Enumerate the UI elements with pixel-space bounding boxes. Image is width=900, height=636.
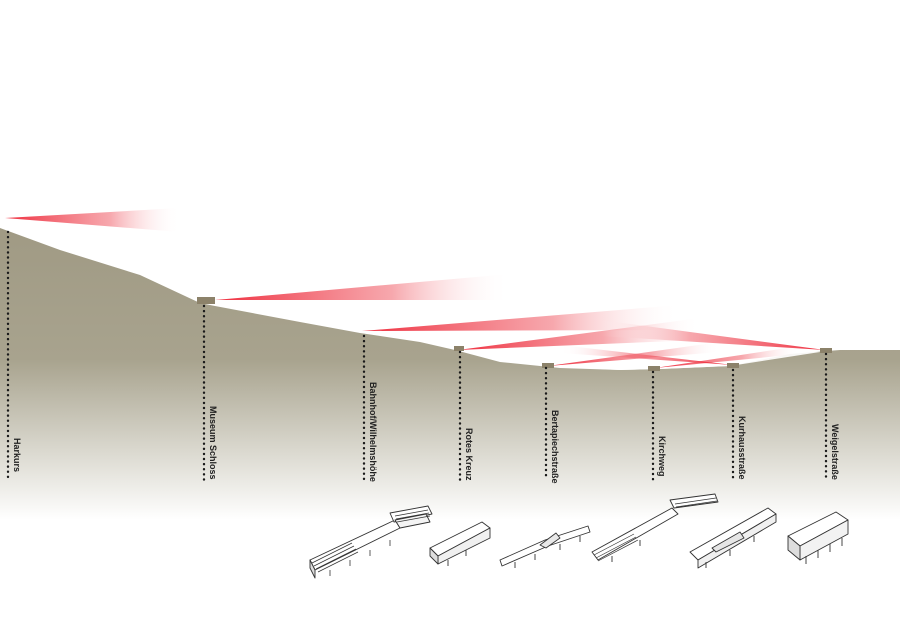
station-label-rotes-kreuz: Rotes Kreuz [464,428,474,481]
station-label-museum: Museum Schloss [208,406,218,480]
station-label-kirchweg: Kirchweg [657,436,667,477]
beam-harkurs [5,208,180,232]
model-split-ramp [689,507,777,569]
platform-weigel [820,348,832,353]
platform-museum [197,297,215,304]
beam-museum [215,274,510,300]
platform-kurhaus [727,363,739,368]
station-label-berta: Bertapiechstraße [550,410,560,484]
model-long-ramp [309,505,433,579]
model-pavilion [787,511,849,564]
beam-kurhaus [560,345,733,365]
building-models [309,493,849,579]
model-stair-ramp [591,493,719,562]
model-small-box [429,521,491,566]
platform-berta [542,363,554,368]
station-lines [6,230,828,482]
platform-kirchweg [648,366,660,371]
model-folded-slab [499,525,591,568]
platform-rotes-kreuz [454,346,464,351]
station-label-kurhaus: Kurhausstraße [737,416,747,480]
station-label-harkurs: Harkurs [12,438,22,472]
station-labels: Harkurs Museum Schloss Bahnhof/Wilhelmsh… [12,382,840,484]
terrain [0,228,900,520]
platforms [197,297,832,371]
station-label-bahnhof: Bahnhof/Wilhelmshöhe [368,382,378,482]
station-label-weigel: Weigelstraße [830,424,840,480]
beam-weigel [600,320,825,350]
beam-kirchweg [655,346,800,368]
sightlines [5,208,825,368]
